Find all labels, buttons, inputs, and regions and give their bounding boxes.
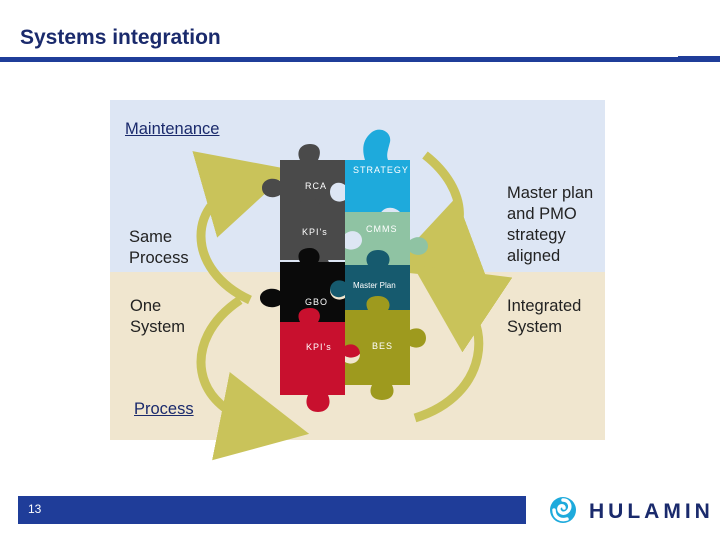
puzzle-label-cmms: CMMS: [366, 224, 398, 234]
puzzle-piece-rca: [262, 144, 345, 212]
puzzle-label-gbo: GBO: [305, 297, 328, 307]
puzzle-piece-bes: [345, 296, 426, 400]
puzzle-piece-kpis-bottom: [280, 308, 362, 412]
puzzle-piece-cmms: [345, 212, 428, 265]
hulamin-logo-icon: [550, 497, 576, 523]
title-underline: [0, 57, 720, 62]
slide-title: Systems integration: [20, 26, 221, 49]
process-label: Process: [134, 400, 194, 418]
right-lower-arrow: [412, 264, 513, 423]
left-lower-arrow: [196, 296, 310, 461]
left-upper-arrow: [192, 151, 292, 305]
puzzle-piece-gbo: [260, 248, 345, 322]
puzzle-label-master-plan: Master Plan: [353, 281, 396, 290]
hulamin-logo: HULAMIN: [541, 492, 711, 528]
puzzle-label-bes: BES: [372, 341, 393, 351]
footer-bar: 13: [18, 496, 526, 524]
puzzle-label-kpis-bottom: KPI's: [306, 342, 332, 352]
puzzle-label-kpis-top: KPI's: [302, 227, 328, 237]
maintenance-label: Maintenance: [125, 120, 220, 138]
one-system-label: One System: [130, 297, 186, 336]
same-process-label: Same Process: [129, 228, 189, 267]
puzzle-label-rca: RCA: [305, 181, 327, 191]
page-number: 13: [28, 502, 42, 516]
master-plan-aligned-label: Master plan and PMO strategy aligned: [507, 184, 594, 265]
puzzle-piece-master-plan: [330, 250, 410, 326]
title-underline-extension: [678, 56, 720, 57]
puzzle-label-strategy: STRATEGY: [353, 165, 409, 175]
puzzle-piece-kpis-top: [280, 198, 345, 276]
puzzle-piece-strategy: [345, 129, 410, 228]
right-upper-arrow: [387, 151, 488, 282]
logo-wordmark: HULAMIN: [589, 500, 714, 523]
integrated-system-label: Integrated System: [507, 297, 582, 336]
